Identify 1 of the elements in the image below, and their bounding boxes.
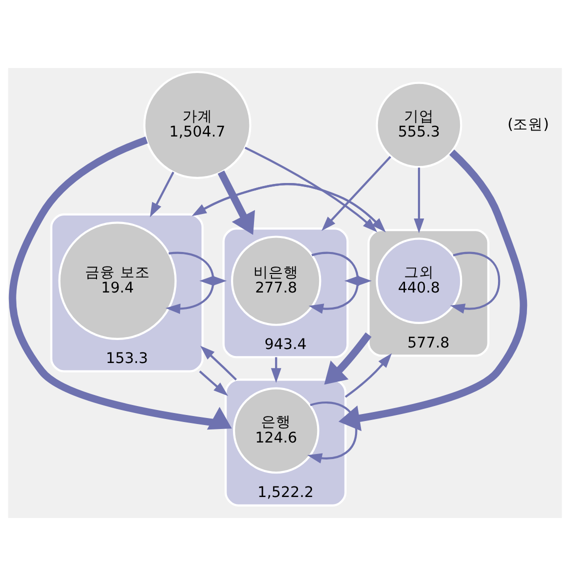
label: (조원) xyxy=(508,115,549,132)
